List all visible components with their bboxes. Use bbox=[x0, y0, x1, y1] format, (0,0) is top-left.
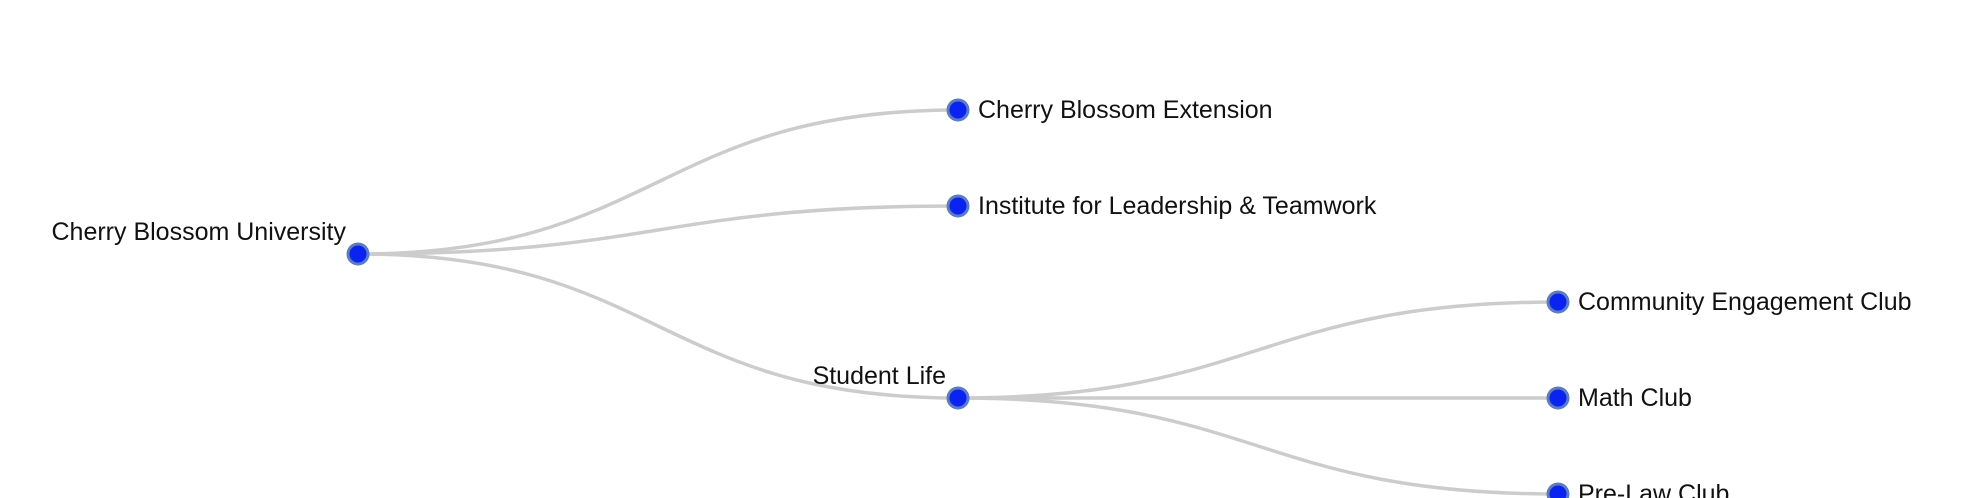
node-dot[interactable] bbox=[1546, 290, 1570, 314]
link-cherry-blossom-university-to-student-life bbox=[357, 252, 959, 400]
node-cherry-blossom-university[interactable]: Cherry Blossom University bbox=[51, 218, 370, 266]
link-cherry-blossom-university-to-institute-leadership-teamwork bbox=[357, 204, 959, 256]
node-dot[interactable] bbox=[946, 386, 970, 410]
tree-nodes: Cherry Blossom University Cherry Blossom … bbox=[51, 96, 1912, 498]
node-student-life[interactable]: Student Life bbox=[813, 362, 970, 410]
node-community-engagement-club[interactable]: Community Engagement Club bbox=[1546, 288, 1912, 316]
node-institute-leadership-teamwork[interactable]: Institute for Leadership & Teamwork bbox=[946, 192, 1377, 220]
tree-links bbox=[357, 108, 1559, 496]
node-label: Community Engagement Club bbox=[1578, 288, 1912, 316]
node-dot[interactable] bbox=[1546, 386, 1570, 410]
link-student-life-to-community-engagement-club bbox=[957, 300, 1559, 400]
node-cherry-blossom-extension[interactable]: Cherry Blossom Extension bbox=[946, 96, 1273, 124]
link-student-life-to-pre-law-club bbox=[957, 396, 1559, 496]
node-label: Cherry Blossom University bbox=[51, 218, 346, 246]
node-label: Math Club bbox=[1578, 384, 1692, 412]
node-label: Student Life bbox=[813, 362, 946, 390]
node-dot[interactable] bbox=[346, 242, 370, 266]
link-cherry-blossom-university-to-cherry-blossom-extension bbox=[357, 108, 959, 256]
node-label: Pre-Law Club bbox=[1578, 480, 1729, 498]
node-label: Institute for Leadership & Teamwork bbox=[978, 192, 1377, 220]
node-dot[interactable] bbox=[946, 98, 970, 122]
node-dot[interactable] bbox=[946, 194, 970, 218]
node-label: Cherry Blossom Extension bbox=[978, 96, 1273, 124]
node-pre-law-club[interactable]: Pre-Law Club bbox=[1546, 480, 1729, 498]
node-math-club[interactable]: Math Club bbox=[1546, 384, 1692, 412]
node-dot[interactable] bbox=[1546, 482, 1570, 498]
